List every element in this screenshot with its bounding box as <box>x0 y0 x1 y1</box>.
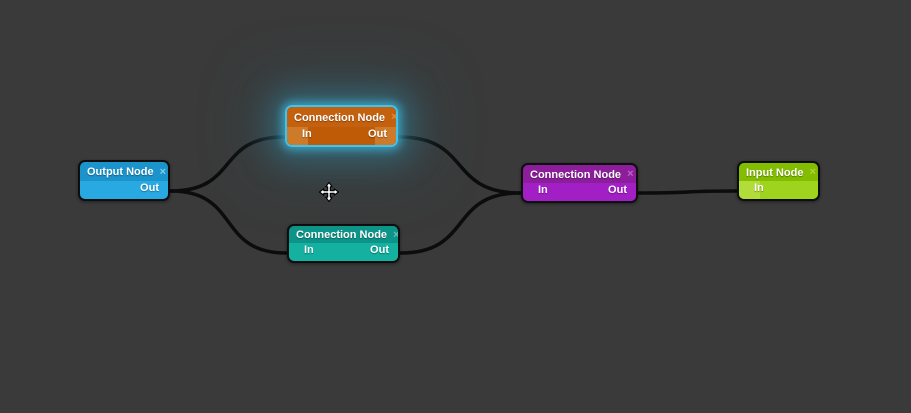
connection-node-top-port-out[interactable]: Out <box>368 128 387 140</box>
connection-node-top-title: Connection Node <box>294 111 386 124</box>
close-icon[interactable]: × <box>159 165 167 178</box>
close-icon[interactable]: × <box>391 111 398 123</box>
connection-line[interactable] <box>169 189 288 255</box>
connection-node-right-title: Connection Node <box>530 168 622 181</box>
close-icon[interactable]: × <box>627 168 634 180</box>
close-icon[interactable]: × <box>393 228 400 241</box>
input-node-title: Input Node <box>746 166 804 179</box>
connection-node-bottom-port-in[interactable]: In <box>304 244 314 256</box>
connection-node-top-port-in[interactable]: In <box>302 128 312 140</box>
connection-line[interactable] <box>397 135 522 195</box>
connection-node-top[interactable]: Connection Node × In Out <box>285 105 398 147</box>
connection-node-right-port-out[interactable]: Out <box>608 184 627 196</box>
connection-line[interactable] <box>637 189 738 195</box>
connection-node-right[interactable]: Connection Node × In Out <box>521 163 638 203</box>
connection-node-bottom-port-out[interactable]: Out <box>370 244 389 256</box>
output-node-header[interactable]: Output Node × <box>80 162 168 181</box>
input-node-port-in[interactable]: In <box>754 182 764 194</box>
output-node-port-out[interactable]: Out <box>140 182 159 194</box>
input-node[interactable]: Input Node × In <box>737 161 820 201</box>
connection-node-top-port-out-tab <box>375 127 396 145</box>
connection-node-bottom-header[interactable]: Connection Node × <box>289 226 398 243</box>
connection-line[interactable] <box>169 135 286 193</box>
connection-node-top-ports-bar: In Out <box>287 127 396 145</box>
connection-node-top-port-in-tab <box>287 127 308 145</box>
input-node-header[interactable]: Input Node × <box>739 163 818 181</box>
connection-line[interactable] <box>399 191 522 255</box>
connection-node-top-header[interactable]: Connection Node × <box>287 107 396 127</box>
connection-node-right-port-in[interactable]: In <box>538 184 548 196</box>
connection-node-right-ports-bar: In Out <box>523 183 636 201</box>
input-node-port-in-tab <box>739 181 760 199</box>
connection-node-bottom-title: Connection Node <box>296 229 388 241</box>
connection-node-bottom[interactable]: Connection Node × In Out <box>287 224 400 263</box>
close-icon[interactable]: × <box>809 166 816 178</box>
connection-node-bottom-ports-bar: In Out <box>289 243 398 261</box>
input-node-ports-bar: In <box>739 181 818 199</box>
output-node-ports-bar: Out <box>80 181 168 199</box>
output-node-title: Output Node <box>87 166 154 178</box>
output-node[interactable]: Output Node ×Out <box>78 160 170 201</box>
connection-node-right-header[interactable]: Connection Node × <box>523 165 636 183</box>
